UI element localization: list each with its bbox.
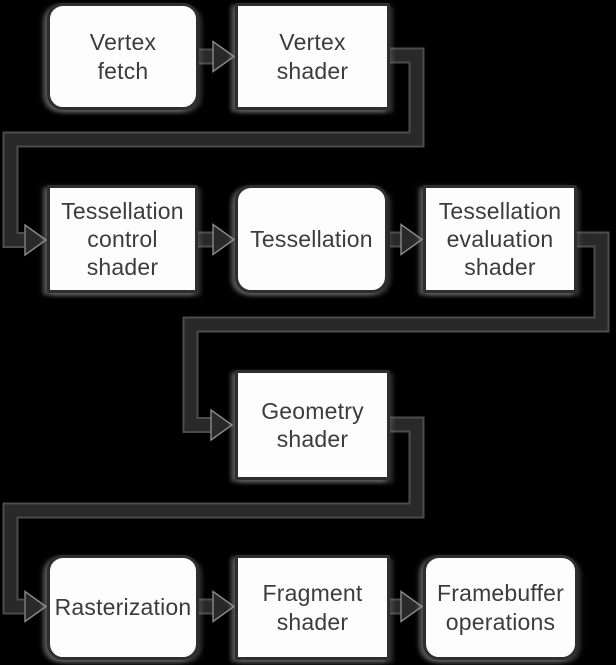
edge-vertex-shader-to-tess-control [4, 49, 423, 246]
edge-tess-eval-to-geometry [184, 233, 608, 431]
edge-geometry-to-rasterization [4, 418, 423, 613]
node-vertex-fetch: Vertex fetch [47, 3, 199, 110]
node-rasterization-label: Rasterization [54, 594, 192, 621]
node-vertex-shader: Vertex shader [235, 3, 390, 110]
node-tessellation-control-shader-label: Tessellation control shader [61, 197, 184, 281]
node-vertex-fetch-label: Vertex fetch [89, 29, 157, 84]
node-framebuffer-operations-label: Framebuffer operations [436, 580, 565, 635]
arrowhead-into-geometry [210, 408, 234, 442]
node-rasterization: Rasterization [47, 555, 199, 660]
node-fragment-shader-label: Fragment shader [262, 580, 363, 635]
node-tessellation: Tessellation [235, 185, 388, 293]
arrowhead-into-vertex-shader [212, 40, 236, 73]
arrowhead-into-rasterization [24, 590, 48, 623]
node-fragment-shader: Fragment shader [235, 555, 390, 660]
node-geometry-shader-label: Geometry shader [261, 397, 364, 452]
arrowhead-into-tess-eval [400, 223, 424, 256]
node-tessellation-evaluation-shader-label: Tessellation evaluation shader [438, 197, 562, 281]
node-vertex-shader-label: Vertex shader [276, 29, 349, 84]
node-tessellation-label: Tessellation [250, 225, 373, 252]
node-geometry-shader: Geometry shader [235, 370, 390, 480]
node-tessellation-control-shader: Tessellation control shader [47, 185, 198, 293]
arrowhead-into-tessellation [212, 223, 236, 256]
arrowhead-into-fragment [212, 590, 236, 623]
arrowhead-into-framebuffer [400, 590, 424, 623]
arrowhead-into-tess-control [24, 223, 48, 257]
node-framebuffer-operations: Framebuffer operations [423, 555, 578, 660]
node-tessellation-evaluation-shader: Tessellation evaluation shader [423, 185, 577, 293]
